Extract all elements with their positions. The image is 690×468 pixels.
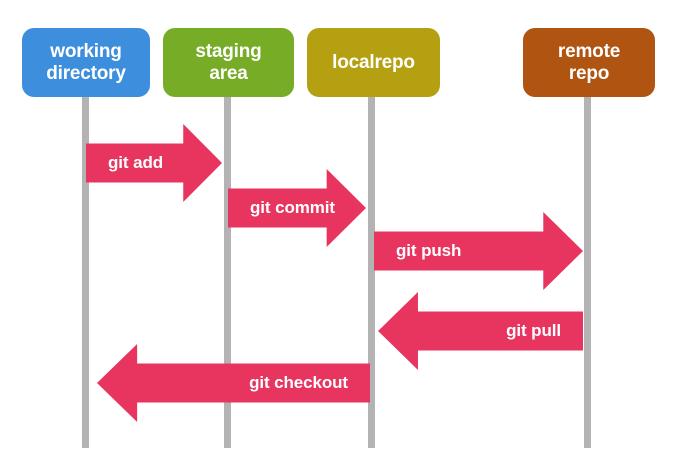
arrow-label-git-add: git add: [108, 153, 164, 172]
lifeline-localrepo: [368, 97, 375, 448]
arrow-polygon: [374, 212, 583, 290]
arrow-git-push: git push: [374, 212, 583, 290]
arrow-label-git-pull: git pull: [506, 321, 561, 340]
arrow-shape-git-push: [374, 212, 583, 290]
lifeline-staging-area: [224, 97, 231, 448]
arrow-polygon: [86, 124, 222, 202]
arrow-git-checkout: git checkout: [97, 344, 370, 422]
actor-box-working-directory: working directory: [22, 28, 150, 97]
arrow-polygon: [97, 344, 370, 422]
arrow-polygon: [378, 292, 583, 370]
arrow-shape-git-commit: [228, 169, 366, 247]
arrow-polygon: [228, 169, 366, 247]
actor-label-working-directory: working directory: [46, 40, 126, 84]
lifeline-remote-repo: [584, 97, 591, 448]
arrow-git-commit: git commit: [228, 169, 366, 247]
lifeline-working-directory: [82, 97, 89, 448]
actor-label-localrepo: localrepo: [332, 51, 415, 73]
arrow-label-git-checkout: git checkout: [249, 373, 348, 392]
arrow-shape-git-checkout: [97, 344, 370, 422]
arrow-git-pull: git pull: [378, 292, 583, 370]
actor-box-localrepo: localrepo: [307, 28, 440, 97]
actor-box-remote-repo: remote repo: [523, 28, 655, 97]
actor-box-staging-area: staging area: [163, 28, 294, 97]
arrow-shape-git-pull: [378, 292, 583, 370]
arrow-shape-git-add: [86, 124, 222, 202]
arrow-label-git-push: git push: [396, 241, 462, 260]
arrow-git-add: git add: [86, 124, 222, 202]
actor-label-remote-repo: remote repo: [557, 40, 621, 84]
actor-label-staging-area: staging area: [195, 40, 262, 84]
arrow-label-git-commit: git commit: [250, 198, 335, 217]
